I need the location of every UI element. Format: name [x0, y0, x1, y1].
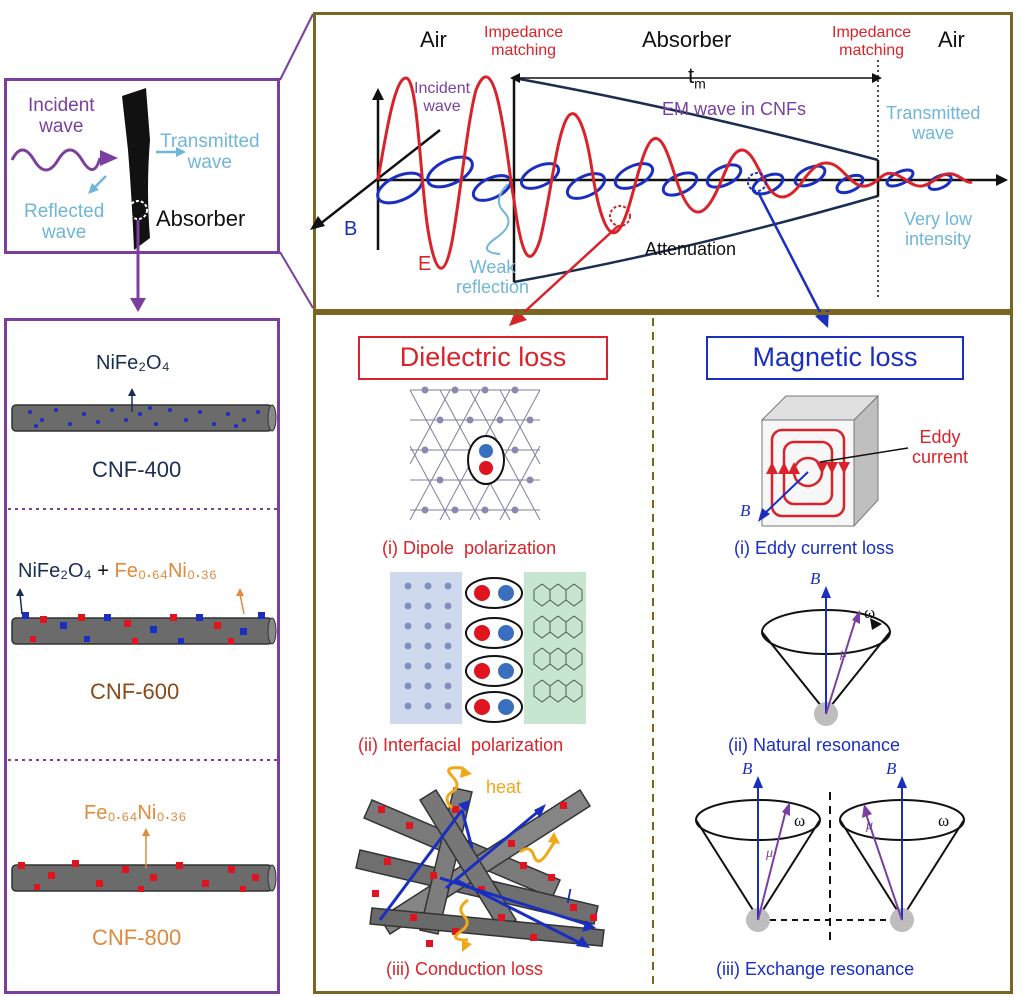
cnf-600-label: CNF-600 [90, 679, 180, 704]
attenuation-label: Attenuation [645, 239, 737, 259]
exchange-right-omega-label: ω [938, 811, 950, 830]
interfacial-polarization-label: (ii) Interfacial polarization [358, 735, 564, 755]
incident-arrowhead [100, 150, 118, 166]
cnf-panel [4, 318, 280, 994]
em-wave-label: EM wave in CNFs [662, 99, 807, 119]
reflected-wave-label: Reflected wave [24, 201, 105, 243]
down-arrowhead [130, 298, 146, 312]
dielectric-spot [609, 205, 631, 227]
conduction-network [355, 787, 605, 947]
dipole-polarization-label: (i) Dipole polarization [382, 538, 557, 558]
incident-wave-squiggle [10, 148, 102, 172]
absorber-inset-label: Absorber [156, 206, 246, 231]
loss-panel [313, 312, 1013, 994]
attenuation-envelope-bottom [513, 194, 879, 284]
transmitted-arrowhead [176, 147, 186, 157]
very-low-intensity-label: Very low intensity [904, 209, 973, 249]
exchange-left-mu-label: μ [766, 846, 774, 861]
reflected-arrowhead [88, 183, 99, 194]
exchange-right-b-label: B [886, 759, 897, 778]
magnetic-spot [747, 172, 767, 192]
transmitted-wave-label-main: Transmitted wave [886, 103, 981, 143]
dipole-ellipse [467, 435, 505, 485]
incident-wave-label: Incident wave [28, 95, 95, 137]
cnf-800-label: CNF-800 [92, 925, 182, 950]
natural-omega-label: ω [864, 603, 876, 622]
exchange-left-b-label: B [742, 759, 753, 778]
exchange-left-omega-label: ω [794, 811, 806, 830]
e-field-label: E [418, 253, 432, 275]
eddy-current-loss-label: (i) Eddy current loss [734, 538, 895, 558]
conduction-loss-label: (iii) Conduction loss [386, 959, 544, 979]
air-left-label: Air [420, 27, 447, 52]
dielectric-arrowhead [509, 309, 527, 326]
natural-mu-label: μ [840, 646, 848, 661]
b-field-label: B [344, 218, 358, 240]
impedance-left-label: Impedance matching [484, 24, 564, 59]
weak-reflection-label: Weak reflection [456, 257, 530, 297]
dipole-lattice [409, 389, 541, 521]
impedance-right-label: Impedance matching [832, 24, 912, 59]
cnf-400-phase-label: NiFe₂O₄ [96, 352, 170, 374]
e-wave [376, 75, 973, 270]
magnetic-loss-title: Magnetic loss [706, 336, 964, 380]
transmitted-wave-label: Transmitted wave [160, 131, 260, 173]
incident-wave-label-main: Incident wave [414, 80, 471, 115]
eddy-b-label: B [740, 501, 751, 520]
cnf-400-label: CNF-400 [92, 457, 182, 482]
wave-panel [313, 12, 1013, 312]
cnf-600-phase-label: NiFe₂O₄ + Fe₀.₆₄Ni₀.₃₆ [18, 560, 217, 582]
heat-label: heat [486, 777, 522, 797]
weak-reflection-squiggle [486, 183, 510, 255]
attenuation-envelope-top [513, 76, 879, 162]
current-label: I [566, 886, 572, 908]
exchange-right-mu-label: μ [866, 818, 874, 833]
absorber-slab [122, 88, 150, 250]
exchange-resonance-label: (iii) Exchange resonance [716, 959, 915, 979]
absorber-label: Absorber [642, 27, 732, 52]
natural-b-label: B [810, 569, 821, 588]
thickness-label: tm [688, 63, 706, 92]
interfacial-right-phase [524, 572, 586, 724]
natural-resonance-label: (ii) Natural resonance [728, 735, 901, 755]
air-right-label: Air [938, 27, 965, 52]
eddy-current-label: Eddy current [912, 427, 969, 467]
cnf-800-phase-label: Fe₀.₆₄Ni₀.₃₆ [84, 802, 187, 824]
dielectric-loss-title: Dielectric loss [358, 336, 608, 380]
absorber-spot [128, 200, 148, 220]
absorber-inset [4, 78, 280, 254]
